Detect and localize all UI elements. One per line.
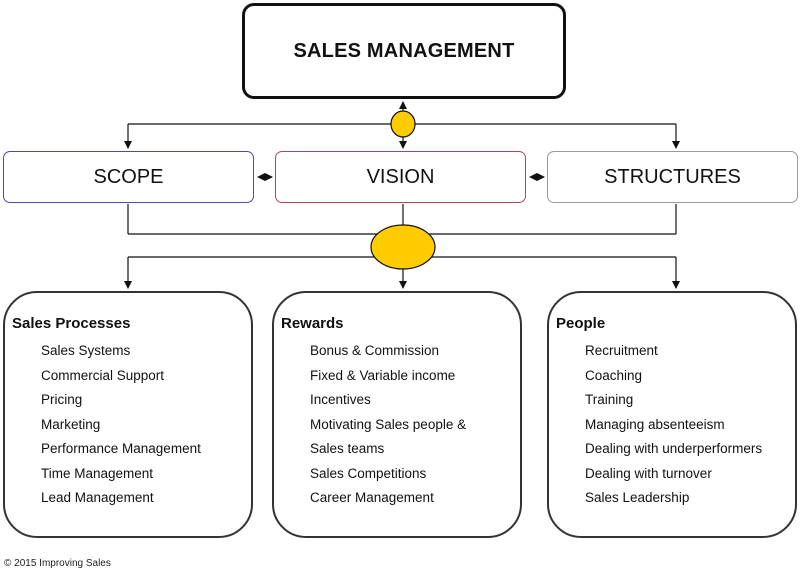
list-item: Career Management [310,490,434,505]
list-item: Sales Leadership [585,490,690,505]
list-item: Recruitment [585,343,658,358]
pillar-vision: VISION [275,151,526,203]
card-title: Rewards [281,315,344,332]
card-sales-processes: Sales Processes Sales Systems Commercial… [3,291,253,538]
card-rewards: Rewards Bonus & Commission Fixed & Varia… [272,291,522,538]
list-item: Time Management [41,465,154,481]
card-people: People Recruitment Coaching Training Man… [547,291,797,538]
list-item: Marketing [41,416,101,432]
pillar-scope: SCOPE [3,151,254,203]
diagram-title: SALES MANAGEMENT [293,39,515,62]
list-item: Dealing with turnover [585,465,712,481]
list-item: Motivating Sales people & [310,416,467,432]
title-box: SALES MANAGEMENT [242,3,566,99]
pillar-structures: STRUCTURES [547,151,798,203]
list-item: Performance Management [41,441,201,456]
card-title: People [556,315,606,332]
card-title: Sales Processes [12,315,131,332]
list-item: Sales Competitions [310,465,427,481]
pillar-structures-label: STRUCTURES [604,165,741,188]
list-item: Coaching [585,367,643,383]
card-item-list: Sales Systems Commercial Support Pricing… [12,339,251,511]
card-item-list: Recruitment Coaching Training Managing a… [556,339,795,511]
list-item: Pricing [41,392,83,407]
lower-hub-node [370,224,436,270]
list-item: Training [585,392,634,407]
list-item: Sales teams [310,441,385,456]
upper-hub-node [390,110,416,138]
pillar-scope-label: SCOPE [93,165,164,188]
list-item: Commercial Support [41,367,165,383]
pillar-vision-label: VISION [366,165,435,188]
list-item: Fixed & Variable income [310,367,456,383]
list-item: Incentives [310,392,371,407]
list-item: Bonus & Commission [310,343,440,358]
list-item: Lead Management [41,490,154,505]
card-item-list: Bonus & Commission Fixed & Variable inco… [281,339,520,511]
list-item: Managing absenteeism [585,416,725,432]
list-item: Sales Systems [41,343,131,358]
list-item: Dealing with underperformers [585,441,763,456]
copyright-footer: © 2015 Improving Sales [4,558,111,569]
